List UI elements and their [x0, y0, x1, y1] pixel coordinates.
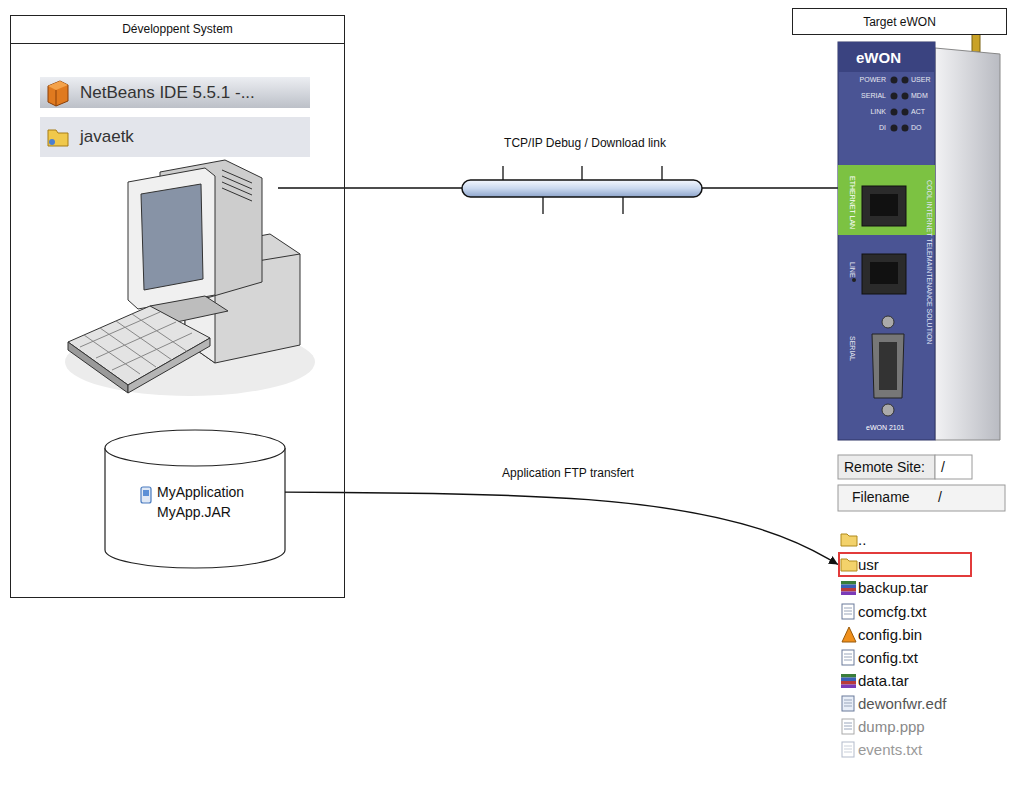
- ewon-device: [838, 28, 1000, 440]
- port-label: ETHERNET LAN: [848, 176, 856, 229]
- tool-bar: [40, 77, 310, 108]
- node-text: Remote Site:: [844, 458, 1012, 476]
- file-name: config.bin: [858, 626, 922, 644]
- computer: [65, 160, 315, 396]
- node-text: /: [938, 488, 1036, 506]
- storage-cylinder: [105, 430, 285, 568]
- file-icons: [841, 534, 857, 757]
- storage-node: MyApplicationMyApp.JAR: [105, 430, 285, 568]
- edge-label: Application FTP transfert: [499, 466, 637, 480]
- file-name: config.txt: [858, 649, 918, 667]
- node-text: MyApplication: [157, 482, 285, 502]
- file-name: ..: [858, 531, 866, 549]
- folder-row: usr: [838, 552, 972, 577]
- file-name: comcfg.txt: [858, 603, 926, 621]
- netbeans-icon: [48, 81, 68, 106]
- led-label: POWER: [860, 76, 886, 84]
- node-text: Filename: [852, 488, 1020, 506]
- file-name: data.tar: [858, 672, 909, 690]
- file-name: events.txt: [858, 741, 922, 759]
- system-box: Développent SystemNetBeans IDE 5.5.1 -..…: [10, 15, 345, 598]
- node-text: /: [941, 458, 1036, 476]
- port-label: SERIAL: [848, 336, 856, 361]
- led-label: MDM: [911, 92, 928, 100]
- node-text: MyApp.JAR: [157, 502, 285, 522]
- device-title: Target eWON: [792, 8, 1007, 35]
- node-text: usr: [858, 556, 879, 573]
- led-label: DI: [879, 124, 886, 132]
- file-name: backup.tar: [858, 579, 928, 597]
- led-label: SERIAL: [861, 92, 886, 100]
- led-label: LINK: [870, 108, 886, 116]
- led-label: USER: [911, 76, 930, 84]
- led-label: DO: [911, 124, 922, 132]
- link-label: TCP/IP Debug / Download link: [504, 136, 666, 150]
- folder-icon: [48, 130, 68, 146]
- tool-item: NetBeans IDE 5.5.1 -...: [40, 77, 310, 108]
- node-text: NetBeans IDE 5.5.1 -...: [80, 83, 255, 103]
- folder-bar: [40, 117, 310, 157]
- file-name: dewonfwr.edf: [858, 695, 946, 713]
- node-text: javaetk: [80, 127, 134, 147]
- device-slogan: COOL INTERNET TELEMAINTENANCE SOLUTION: [925, 180, 933, 344]
- led-label: ACT: [911, 108, 925, 116]
- port-label: LINE: [848, 262, 856, 278]
- node-text: Développent System: [11, 16, 344, 44]
- folder-item: javaetk: [40, 117, 310, 157]
- model-label: eWON 2101: [866, 424, 905, 432]
- file-name: dump.ppp: [858, 718, 925, 736]
- network-cable: [278, 166, 840, 214]
- ftp-arrow: [285, 492, 838, 564]
- device-logo: eWON: [856, 49, 901, 67]
- node-text: Target eWON: [863, 15, 936, 29]
